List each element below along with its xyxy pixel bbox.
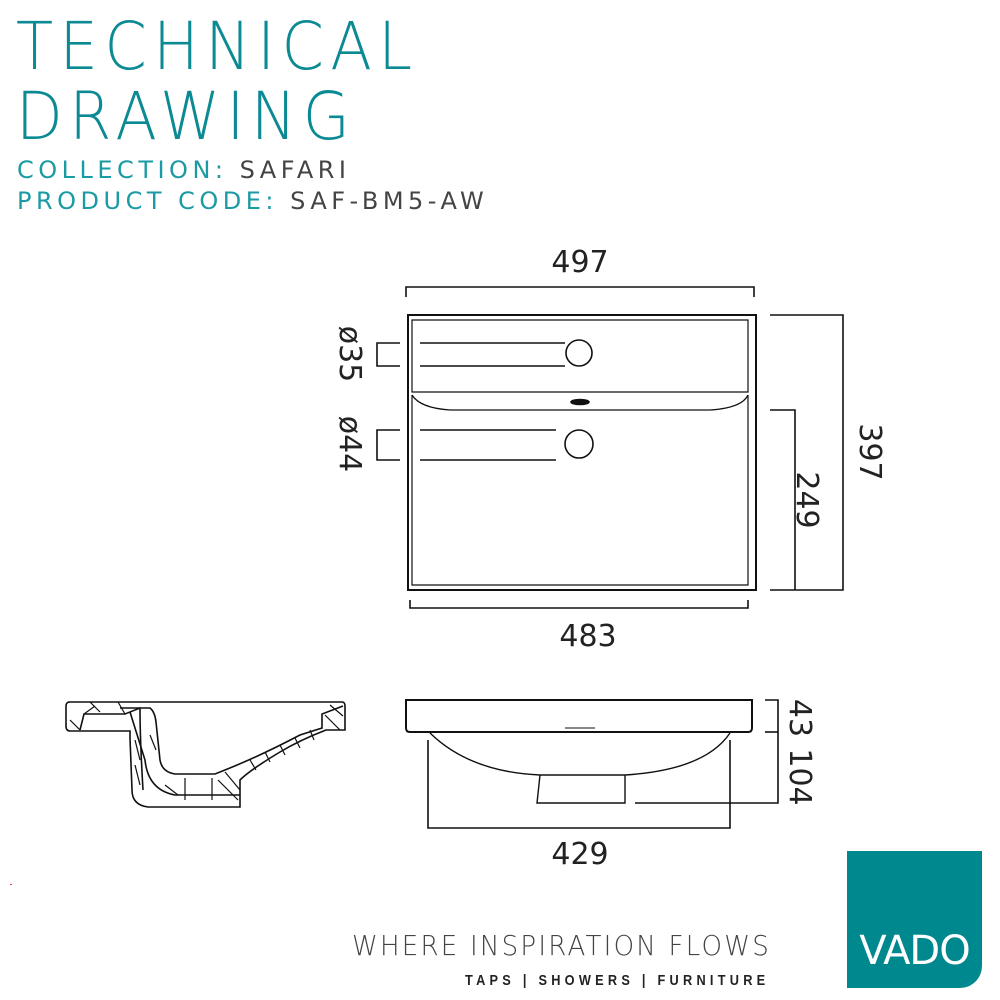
dim-base-width: 429 [551,837,608,872]
product-categories: TAPS | SHOWERS | FURNITURE [465,972,770,989]
dim-bowl-width: 483 [559,619,616,654]
product-code-value: SAF-BM5-AW [290,187,489,215]
collection-value: SAFARI [239,156,351,184]
product-code-line: PRODUCT CODE: SAF-BM5-AW [17,189,488,213]
title-line-2: DRAWING [16,78,357,155]
collection-line: COLLECTION: SAFARI [17,158,351,182]
tap-hole [565,339,593,367]
tagline: WHERE INSPIRATION FLOWS [352,929,772,962]
top-view [376,286,844,609]
dim-bowl-depth: 249 [789,471,824,528]
logo-text: VADO [859,928,970,974]
collection-label: COLLECTION: [17,156,228,184]
dim-rim-height: 43 [782,699,817,737]
dim-waste-hole: ø44 [332,416,367,473]
waste-hole [564,429,594,459]
marker-dot [10,884,12,885]
dim-total-height: 104 [782,748,817,805]
section-view [65,701,346,808]
front-view [405,699,779,829]
vado-logo: VADO [847,851,982,988]
dim-overall-width: 497 [551,245,608,280]
product-code-label: PRODUCT CODE: [17,187,279,215]
dim-overall-depth: 397 [852,423,887,480]
dim-tap-hole: ø35 [332,326,367,383]
title-line-1: TECHNICAL [16,8,419,85]
